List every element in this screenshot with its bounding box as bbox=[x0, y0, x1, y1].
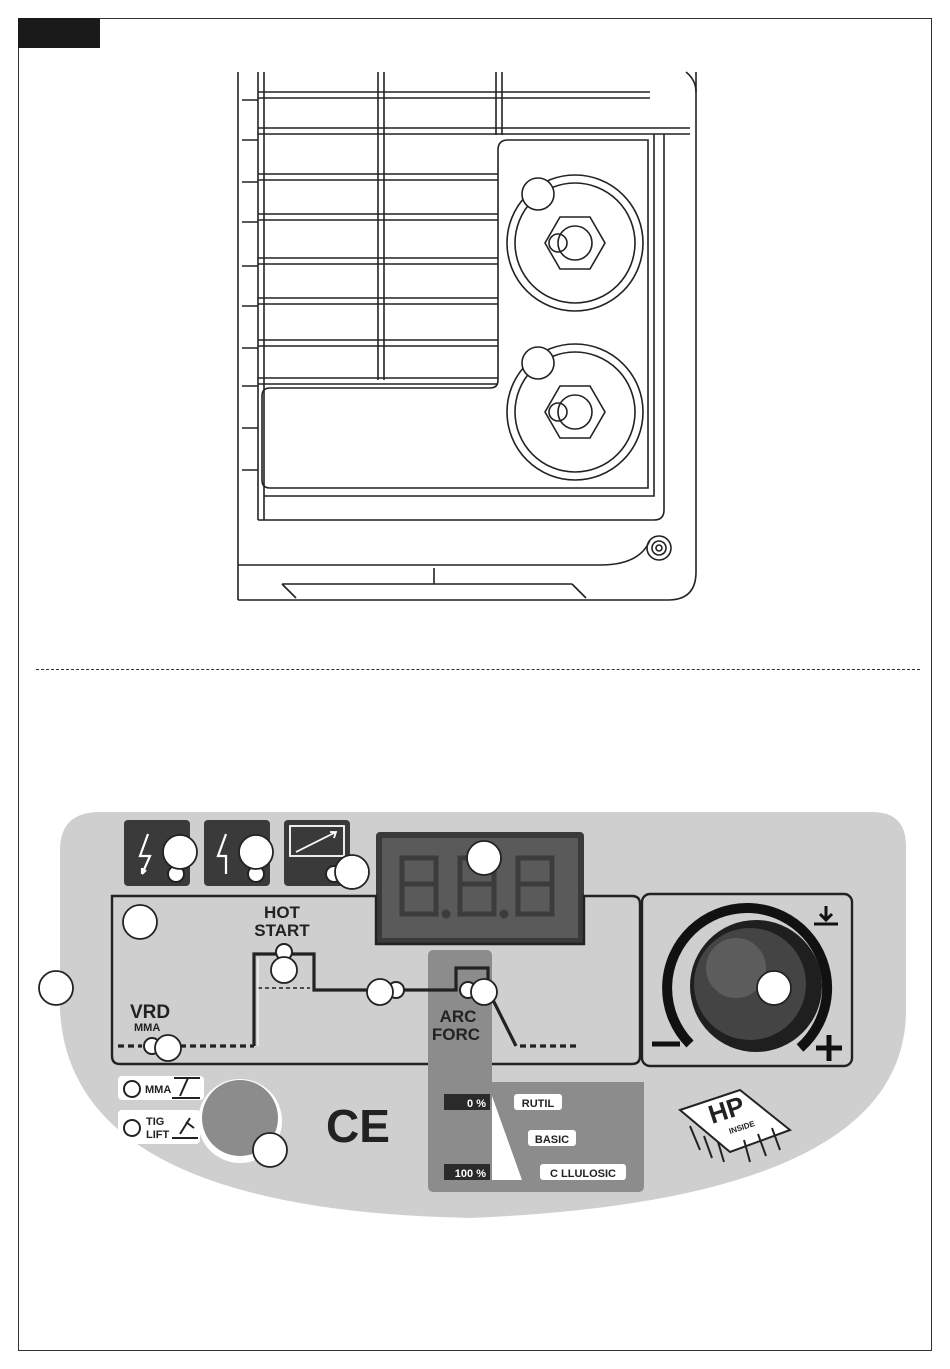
callout-marker bbox=[367, 979, 393, 1005]
callout-marker bbox=[471, 979, 497, 1005]
callout-marker bbox=[239, 835, 273, 869]
scale-min-label: 0 % bbox=[467, 1098, 486, 1110]
callout-marker bbox=[271, 957, 297, 983]
tig-mode-label-1: TIG bbox=[146, 1116, 164, 1128]
callout-marker bbox=[335, 855, 369, 889]
mma-mode-label: MMA bbox=[145, 1084, 171, 1096]
callout-marker bbox=[163, 835, 197, 869]
vrd-mode-label: MMA bbox=[134, 1022, 160, 1034]
arc-force-label-2: FORC bbox=[432, 1025, 480, 1044]
callout-marker bbox=[253, 1133, 287, 1167]
rutil-label: RUTIL bbox=[522, 1098, 555, 1110]
tig-mode-label-2: LIFT bbox=[146, 1129, 169, 1141]
cellulosic-label: C LLULOSIC bbox=[550, 1168, 616, 1180]
hot-start-label-1: HOT bbox=[264, 903, 301, 922]
callout-marker bbox=[467, 841, 501, 875]
callout-marker bbox=[757, 971, 791, 1005]
callout-marker bbox=[39, 971, 73, 1005]
led-tig bbox=[124, 1120, 140, 1136]
mode-icon-boxes bbox=[124, 820, 350, 886]
arc-force-label-1: ARC bbox=[440, 1007, 477, 1026]
vrd-label: VRD bbox=[130, 1002, 170, 1023]
led-mma bbox=[124, 1081, 140, 1097]
ce-mark: CE bbox=[326, 1100, 390, 1152]
callout-marker bbox=[155, 1035, 181, 1061]
basic-label: BASIC bbox=[535, 1134, 569, 1146]
scale-max-label: 100 % bbox=[455, 1168, 486, 1180]
hot-start-label-2: START bbox=[254, 921, 310, 940]
callout-marker bbox=[123, 905, 157, 939]
